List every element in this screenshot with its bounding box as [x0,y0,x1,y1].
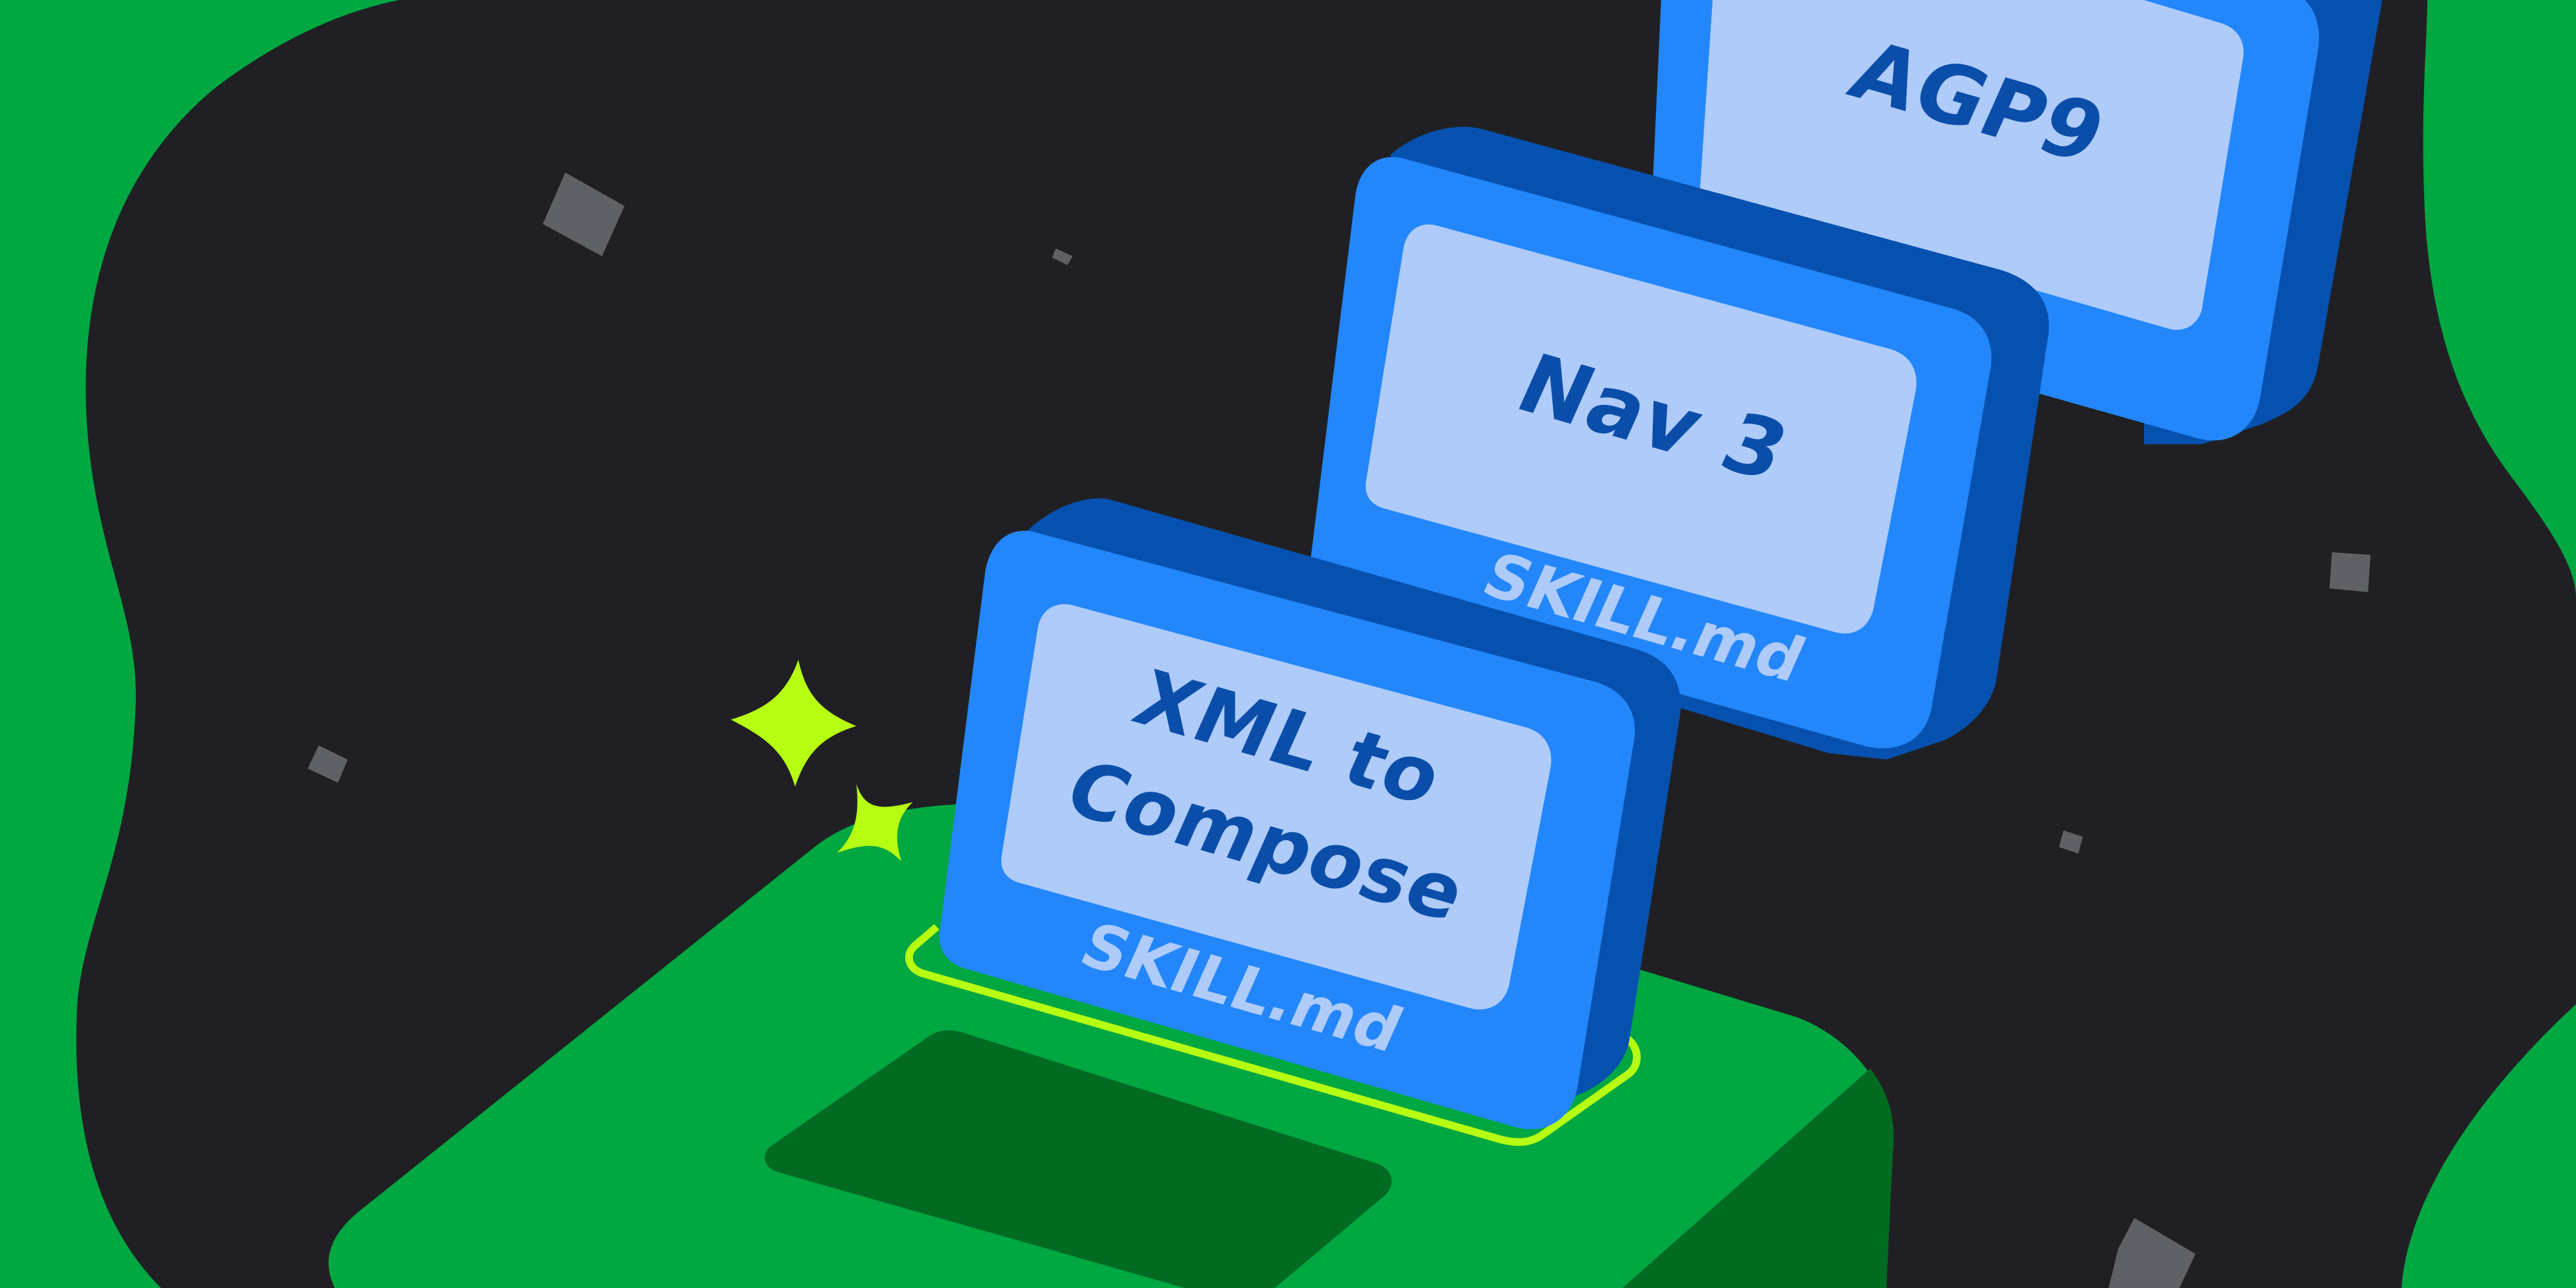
skill-card-nav3[interactable]: Nav 3 SKILL.md [1307,126,2049,760]
cube-icon [308,745,348,783]
sparkle-icon [837,784,913,861]
card-face [1366,224,1917,634]
sparkle-icon [731,660,856,787]
skill-card-xml-to-compose[interactable]: XML to Compose SKILL.md [939,498,1681,1130]
card-face [1700,0,2244,330]
cube-icon [1052,248,1073,265]
floating-cubes [308,173,2371,1288]
platform-top [328,802,1894,1288]
platform-side [1622,1069,1894,1288]
platform [328,802,1894,1288]
cube-icon [2109,1218,2195,1288]
platform-slot [764,1030,1392,1288]
sparkles [731,660,913,861]
cube-icon [543,173,625,256]
slot-highlight-outline [905,924,1641,1146]
cube-icon [2329,552,2371,592]
cube-icon [2059,830,2083,854]
card-face [1001,604,1552,1010]
